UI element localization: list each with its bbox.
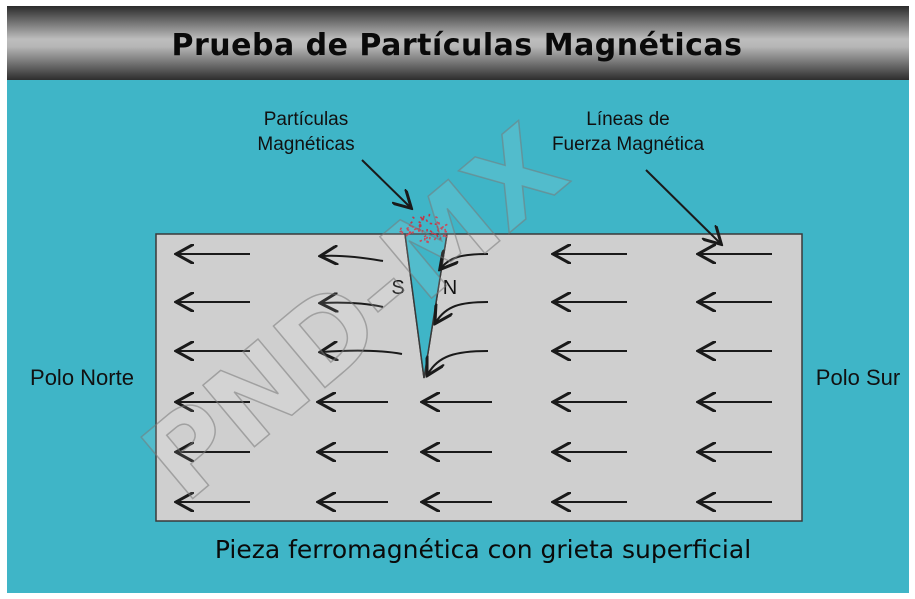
magnetic-particle: [411, 225, 415, 229]
magnetic-particle: [436, 234, 439, 238]
magnetic-particle: [438, 237, 442, 240]
particles-pointer-arrow: [361, 159, 410, 207]
magnetic-particles: [399, 213, 448, 244]
magnetic-particle: [428, 236, 431, 240]
magnetic-particle: [418, 224, 421, 228]
magnetic-particle: [422, 215, 425, 219]
leakage-arrow-left-3: [322, 351, 403, 354]
crack-south-pole-label: S: [391, 277, 404, 299]
magnetic-particle: [434, 215, 438, 219]
magnetic-particle: [409, 221, 413, 225]
magnetic-particle: [399, 230, 403, 233]
magnetic-particle: [441, 225, 445, 229]
crack-north-pole-label: N: [443, 277, 457, 299]
magnetic-particle: [405, 233, 409, 237]
leakage-arrow-left-2: [322, 303, 384, 307]
magnetic-particle: [444, 230, 448, 233]
title-bar: [7, 6, 909, 80]
magnetic-particle: [419, 216, 423, 220]
magnetic-particle: [433, 237, 437, 241]
leakage-arrow-right-1: [441, 254, 489, 268]
magnetic-particle: [399, 227, 403, 231]
magnetic-field-lines: [178, 254, 772, 502]
particles-label-line2: Magnéticas: [257, 134, 354, 155]
magnetic-particle: [419, 239, 423, 243]
magnetic-particle: [431, 232, 434, 235]
magnetic-particle: [406, 226, 410, 230]
magnetic-particle: [426, 228, 428, 232]
magnetic-particle: [418, 223, 422, 227]
magnetic-particle: [411, 231, 415, 234]
magnetic-particle: [408, 224, 412, 227]
magnetic-particle: [434, 223, 438, 226]
field-lines-label-line1: Líneas de: [586, 109, 669, 130]
field-lines-label-line2: Fuerza Magnética: [552, 134, 705, 155]
magnetic-particle: [411, 216, 415, 220]
magnetic-particle: [401, 231, 404, 235]
magnetic-particle: [444, 223, 448, 227]
particles-label-line1: Partículas: [264, 109, 348, 130]
magnetic-particle: [442, 234, 445, 238]
magnetic-particle: [444, 234, 448, 238]
magnetic-particle: [437, 227, 440, 231]
magnetic-particle: [407, 232, 411, 236]
magnetic-particle: [444, 228, 447, 232]
page-title: Prueba de Partículas Magnéticas: [171, 28, 742, 63]
leakage-arrow-right-2: [436, 301, 489, 322]
field-lines-pointer-arrow: [645, 169, 720, 243]
magnetic-particle: [437, 221, 441, 225]
leakage-arrow-left-1: [322, 256, 384, 261]
magnetic-particle: [428, 213, 431, 217]
magnetic-particle: [423, 237, 426, 241]
magnetic-particle: [433, 233, 437, 236]
magnetic-particle: [423, 234, 427, 238]
magnetic-particle: [413, 227, 417, 231]
piece-caption: Pieza ferromagnética con grieta superfic…: [215, 535, 751, 564]
magnetic-particle: [429, 222, 433, 225]
leakage-arrow-right-3: [428, 350, 489, 374]
magnetic-particle: [425, 219, 429, 223]
south-pole-label: Polo Sur: [816, 365, 900, 390]
magnetic-particle: [439, 227, 443, 230]
magnetic-particle: [417, 229, 421, 233]
magnetic-particle: [426, 240, 430, 244]
magnetic-particle: [436, 225, 439, 229]
magnetic-particle: [429, 230, 433, 233]
north-pole-label: Polo Norte: [30, 365, 134, 390]
magnetic-particle: [421, 229, 424, 233]
magnetic-particle: [425, 236, 429, 240]
magnetic-particle: [418, 220, 422, 224]
